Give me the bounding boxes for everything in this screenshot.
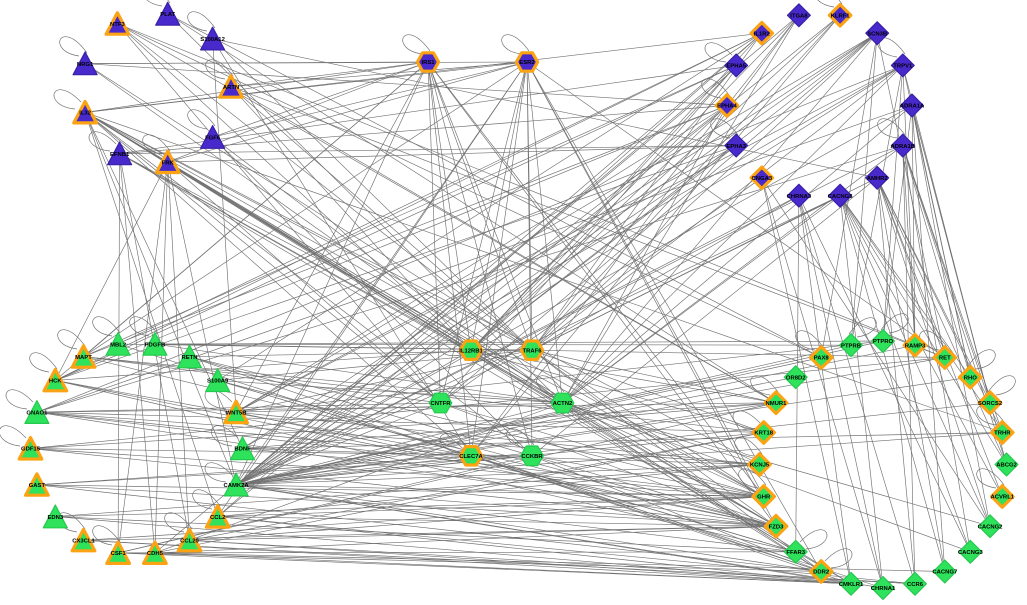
svg-text:CNGA3: CNGA3 — [751, 176, 772, 182]
svg-text:CACNG5: CACNG5 — [828, 194, 854, 200]
svg-text:IRS1: IRS1 — [421, 60, 435, 66]
svg-text:CHRNA1: CHRNA1 — [871, 586, 896, 592]
svg-text:ACVRL1: ACVRL1 — [991, 495, 1015, 501]
svg-text:FFAR3: FFAR3 — [786, 550, 805, 556]
svg-text:EDN3: EDN3 — [47, 515, 63, 521]
svg-text:CSF1: CSF1 — [111, 551, 127, 557]
svg-text:NMUR1: NMUR1 — [766, 401, 788, 407]
svg-text:RETN: RETN — [181, 355, 197, 361]
svg-text:CCR6: CCR6 — [907, 582, 924, 588]
svg-text:FGF6: FGF6 — [205, 135, 221, 141]
svg-text:SORCS2: SORCS2 — [978, 401, 1003, 407]
svg-text:IL12RB1: IL12RB1 — [459, 348, 483, 354]
svg-text:RAMP3: RAMP3 — [905, 343, 926, 349]
svg-text:CLEC7A: CLEC7A — [459, 454, 483, 460]
svg-text:OR8D2: OR8D2 — [786, 375, 806, 381]
svg-text:MAPT: MAPT — [75, 355, 92, 361]
svg-text:ABCG2: ABCG2 — [996, 463, 1017, 469]
svg-text:EPHA4: EPHA4 — [717, 104, 737, 110]
svg-text:RET: RET — [939, 356, 951, 362]
svg-text:ESR2: ESR2 — [519, 60, 535, 66]
svg-text:SCN3B: SCN3B — [867, 31, 887, 37]
svg-text:ACTN2: ACTN2 — [553, 401, 573, 407]
svg-text:GAST: GAST — [29, 483, 46, 489]
svg-text:EPHA3: EPHA3 — [726, 144, 746, 150]
svg-text:CCL20: CCL20 — [180, 539, 199, 545]
svg-text:NRG1: NRG1 — [77, 62, 94, 68]
svg-text:NTF3: NTF3 — [110, 22, 125, 28]
svg-text:BDNF: BDNF — [234, 447, 251, 453]
svg-text:TRPV1: TRPV1 — [893, 64, 913, 70]
svg-text:EFNB1: EFNB1 — [110, 152, 130, 158]
svg-text:S100A12: S100A12 — [200, 37, 225, 43]
svg-text:PTPRO: PTPRO — [873, 339, 894, 345]
svg-text:IL32: IL32 — [79, 111, 92, 117]
svg-text:ARTN: ARTN — [223, 85, 239, 91]
svg-text:CDH5: CDH5 — [147, 551, 164, 557]
svg-text:CACNG7: CACNG7 — [932, 570, 958, 576]
svg-text:ADRA1A: ADRA1A — [900, 104, 925, 110]
svg-text:CCL2: CCL2 — [210, 515, 226, 521]
svg-text:KLRF1: KLRF1 — [831, 14, 851, 20]
svg-text:RHO: RHO — [964, 375, 978, 381]
svg-text:GDF15: GDF15 — [21, 447, 41, 453]
svg-text:GNAO1: GNAO1 — [26, 410, 48, 416]
svg-text:FZD3: FZD3 — [769, 525, 784, 531]
svg-text:ADRA1B: ADRA1B — [891, 144, 916, 150]
svg-text:CMKLR1: CMKLR1 — [839, 582, 864, 588]
svg-text:PTPRB: PTPRB — [841, 343, 861, 349]
svg-text:CCKBR: CCKBR — [521, 454, 543, 460]
svg-text:PAX8: PAX8 — [814, 356, 830, 362]
svg-text:CX3CL1: CX3CL1 — [72, 539, 95, 545]
svg-text:EPHA5: EPHA5 — [726, 64, 746, 70]
svg-text:TRHR: TRHR — [994, 431, 1011, 437]
svg-text:FRK: FRK — [162, 160, 175, 166]
svg-text:CHRNA3: CHRNA3 — [787, 194, 812, 200]
svg-text:IL1R2: IL1R2 — [754, 31, 771, 37]
svg-text:CAMK2A: CAMK2A — [223, 483, 249, 489]
svg-text:DDR2: DDR2 — [813, 570, 830, 576]
svg-text:CACNG2: CACNG2 — [978, 525, 1004, 531]
svg-text:AMHR2: AMHR2 — [867, 176, 889, 182]
svg-text:TRAF6: TRAF6 — [523, 348, 543, 354]
svg-text:S100A9: S100A9 — [207, 379, 229, 385]
svg-text:PLAT: PLAT — [160, 12, 175, 18]
svg-text:KRT18: KRT18 — [754, 431, 773, 437]
svg-text:PDGFB: PDGFB — [145, 342, 166, 348]
svg-text:CNTFR: CNTFR — [431, 401, 452, 407]
svg-text:HCK: HCK — [49, 379, 63, 385]
svg-text:CACNG3: CACNG3 — [958, 550, 984, 556]
svg-text:KCNJ5: KCNJ5 — [750, 463, 770, 469]
svg-text:WNT5B: WNT5B — [226, 410, 247, 416]
svg-text:MBL2: MBL2 — [110, 342, 127, 348]
svg-text:GHR: GHR — [757, 495, 771, 501]
svg-text:ITGA8: ITGA8 — [790, 14, 808, 20]
